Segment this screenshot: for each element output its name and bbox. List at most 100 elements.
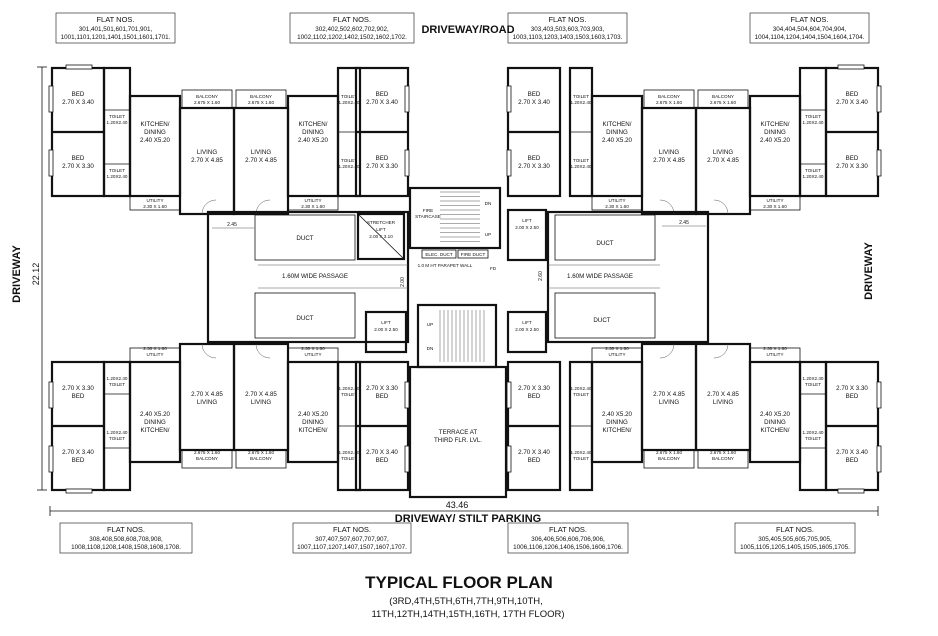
flat-box-line2: 1007,1107,1207,1407,1507,1607,1707. bbox=[297, 544, 407, 551]
flat-box-line1: 301,401,501,601,701,901, bbox=[79, 26, 153, 33]
room-label: KITCHEN/ bbox=[761, 121, 790, 128]
room-label: BED bbox=[528, 91, 541, 98]
room-label: 1.20X2.40 bbox=[571, 100, 592, 105]
room-label: TOILET bbox=[109, 114, 125, 119]
room-label: 2.40 X5.20 bbox=[140, 411, 170, 418]
room-label: BALCONY bbox=[712, 456, 734, 461]
lower-staircase-treads bbox=[439, 310, 485, 362]
flat-box-line2: 1005,1105,1205,1405,1505,1605,1705. bbox=[740, 544, 850, 551]
room-label: 2.30 X 1.60 bbox=[143, 346, 167, 351]
fire-staircase-label: STAIRCASE bbox=[415, 214, 441, 219]
room-label: 2.70 X 4.85 bbox=[707, 157, 739, 164]
room-label: LIVING bbox=[251, 399, 271, 406]
duct-label: DUCT bbox=[596, 240, 613, 247]
room-label: LIVING bbox=[251, 149, 271, 156]
stair-up-label: UP bbox=[485, 232, 491, 237]
room-label: 1.20X2.40 bbox=[339, 100, 360, 105]
room-label: 2.70 X 3.40 bbox=[366, 99, 398, 106]
room-label: TOILET bbox=[109, 168, 125, 173]
page-subtitle-line1: (3RD,4TH,5TH,6TH,7TH,9TH,10TH, bbox=[389, 596, 543, 607]
top-road-label: DRIVEWAY/ROAD bbox=[421, 24, 514, 36]
room-label: TOILET bbox=[805, 114, 821, 119]
room-label: DINING bbox=[144, 129, 166, 136]
room-label: TOILET bbox=[573, 392, 589, 397]
room-label: 2.675 X 1.60 bbox=[656, 100, 682, 105]
dim-core: 2.00 bbox=[400, 277, 406, 287]
room-label: LIVING bbox=[659, 399, 679, 406]
flat-box-line1: 304,404,504,604,704,904, bbox=[773, 26, 847, 33]
flat-box-line2: 1002,1102,1202,1402,1502,1602,1702. bbox=[297, 34, 407, 41]
overall-depth-dimension: 22.12 bbox=[31, 66, 47, 491]
page-subtitle-line2: 11TH,12TH,14TH,15TH,16TH, 17TH FLOOR) bbox=[371, 609, 564, 620]
room-label: TOILET bbox=[341, 158, 357, 163]
room-label: 1.20X2.40 bbox=[107, 376, 128, 381]
room-label: DINING bbox=[606, 129, 628, 136]
flat-box-top-4: FLAT NOS. 304,404,504,604,704,904, 1004,… bbox=[749, 12, 870, 44]
flat-box-heading: FLAT NOS. bbox=[790, 15, 828, 24]
room-label: TOILET bbox=[573, 94, 589, 99]
room-label: DINING bbox=[144, 419, 166, 426]
room-label: BED bbox=[846, 393, 859, 400]
room-label: KITCHEN/ bbox=[141, 121, 170, 128]
room-label: BED bbox=[376, 457, 389, 464]
room-label: BED bbox=[376, 91, 389, 98]
room-label: LIVING bbox=[197, 149, 217, 156]
room-label: 2.675 X 1.60 bbox=[710, 450, 736, 455]
flat-box-heading: FLAT NOS. bbox=[549, 525, 587, 534]
room-label: TOILET bbox=[341, 94, 357, 99]
room-label: 2.70 X 3.30 bbox=[366, 385, 398, 392]
flat-box-line2: 1001,1101,1201,1401,1501,1601,1701. bbox=[61, 34, 171, 41]
flat-box-heading: FLAT NOS. bbox=[333, 525, 371, 534]
flat-box-top-3: FLAT NOS. 303,403,503,603,703,903, 1003,… bbox=[507, 12, 628, 44]
room-label: 2.675 X 1.60 bbox=[656, 450, 682, 455]
room-label: 2.40 X5.20 bbox=[602, 137, 632, 144]
passage-label: 1.60M WIDE PASSAGE bbox=[282, 273, 348, 280]
room-label: 2.40 X5.20 bbox=[298, 137, 328, 144]
room-label: KITCHEN/ bbox=[603, 121, 632, 128]
room-label: UTILITY bbox=[146, 198, 163, 203]
room-label: TOILET bbox=[805, 382, 821, 387]
lift-size: 2.00 X 2.50 bbox=[374, 327, 398, 332]
room-label: 2.70 X 3.30 bbox=[518, 385, 550, 392]
room-label: KITCHEN/ bbox=[141, 427, 170, 434]
room-label: 1.20X2.40 bbox=[107, 174, 128, 179]
room-label: 2.30 X 1.60 bbox=[605, 204, 629, 209]
lift-size: 2.00 X 2.50 bbox=[515, 327, 539, 332]
room-label: BED bbox=[846, 91, 859, 98]
stretcher-lift-label: STRETCHER bbox=[367, 220, 396, 225]
room-label: BALCONY bbox=[658, 94, 680, 99]
flat-box-top-2: FLAT NOS. 302,402,502,602,702,902, 1002,… bbox=[289, 12, 415, 44]
room-label: 2.675 X 1.60 bbox=[194, 450, 220, 455]
room-label: BED bbox=[72, 457, 85, 464]
room-label: LIVING bbox=[713, 399, 733, 406]
flat-box-line2: 1004,1104,1204,1404,1504,1604,1704. bbox=[755, 34, 865, 41]
room-label: KITCHEN/ bbox=[603, 427, 632, 434]
room-label: 2.70 X 4.85 bbox=[245, 391, 277, 398]
room-label: BED bbox=[72, 393, 85, 400]
room-label: 2.70 X 3.40 bbox=[366, 449, 398, 456]
room-label: TOILET bbox=[805, 436, 821, 441]
room-label: 2.70 X 3.40 bbox=[62, 99, 94, 106]
room-label: 1.20X2.40 bbox=[107, 120, 128, 125]
room-label: KITCHEN/ bbox=[299, 121, 328, 128]
room-label: BED bbox=[528, 457, 541, 464]
room-label: BED bbox=[528, 393, 541, 400]
duct-lower-right bbox=[554, 292, 656, 339]
room-label: 2.675 X 1.60 bbox=[194, 100, 220, 105]
room-label: LIVING bbox=[713, 149, 733, 156]
overall-width-dimension: 43.46 bbox=[49, 500, 879, 516]
room-label: 2.30 X 1.60 bbox=[301, 346, 325, 351]
room-label: DINING bbox=[302, 129, 324, 136]
dim-core: 2.45 bbox=[227, 222, 237, 228]
stair-dn-label: DN bbox=[485, 201, 492, 206]
room-label: BED bbox=[846, 457, 859, 464]
room-label: 2.70 X 3.30 bbox=[62, 385, 94, 392]
room-label: 2.70 X 3.40 bbox=[836, 99, 868, 106]
room-label: BALCONY bbox=[658, 456, 680, 461]
room-label: UTILITY bbox=[146, 352, 163, 357]
room-label: 2.70 X 4.85 bbox=[653, 391, 685, 398]
flat-box-bottom-4: FLAT NOS. 305,405,505,605,705,905, 1005,… bbox=[734, 522, 856, 554]
page-title: TYPICAL FLOOR PLAN bbox=[365, 573, 553, 592]
